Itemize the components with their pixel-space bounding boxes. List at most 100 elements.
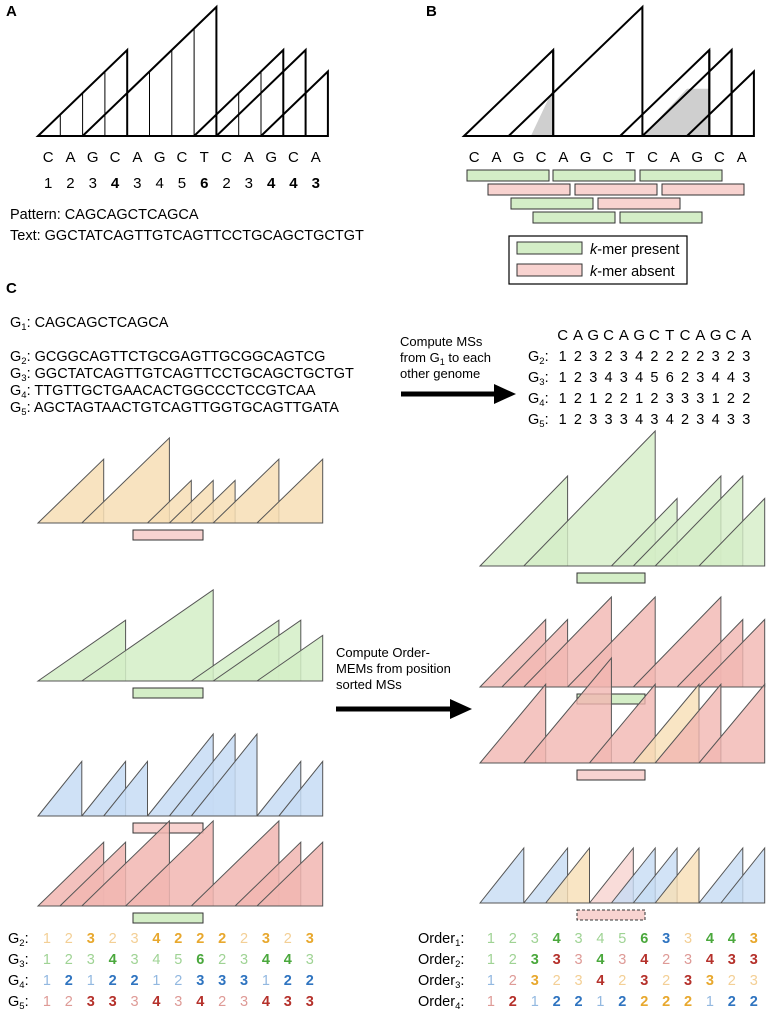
- ms-triangle: [697, 497, 766, 567]
- left-row-value: 2: [174, 973, 182, 989]
- left-row-value: 2: [240, 931, 248, 947]
- order-row-value: 4: [596, 973, 604, 989]
- order-row-value: 1: [487, 994, 495, 1010]
- ms-triangle: [478, 846, 525, 904]
- order-row-value: 4: [596, 931, 604, 947]
- order-row-label: Order3:: [418, 973, 464, 991]
- left-row-value: 2: [109, 931, 117, 947]
- ms-triangle: [255, 840, 324, 907]
- order-row-value: 2: [728, 973, 736, 989]
- ms-table-value: 4: [605, 370, 613, 386]
- ms-table-value: 2: [696, 349, 704, 365]
- order-row-value: 2: [575, 994, 583, 1010]
- panel-b-triangle: [506, 4, 644, 137]
- pattern-letter: T: [200, 149, 209, 166]
- right-plot-order3: [478, 656, 766, 781]
- ms-table-value: 3: [742, 370, 750, 386]
- order-row-value: 3: [531, 931, 539, 947]
- left-row-value: 3: [240, 994, 248, 1010]
- order-row-value: 3: [750, 973, 758, 989]
- order-row-value: 4: [553, 931, 561, 947]
- ms-value: 6: [200, 175, 208, 192]
- ms-table-value: 3: [742, 349, 750, 365]
- ms-table-row-label: G3:: [528, 370, 549, 388]
- ms-table-value: 3: [696, 370, 704, 386]
- kmer-bar: [132, 529, 204, 541]
- left-row-value: 3: [87, 931, 95, 947]
- ms-value: 4: [289, 175, 298, 192]
- ms-table-value: 1: [635, 391, 643, 407]
- left-row-value: 4: [109, 952, 117, 968]
- order-row-value: 4: [596, 952, 604, 968]
- left-row-value: 2: [65, 931, 73, 947]
- order-row-label: Order2:: [418, 952, 464, 970]
- ms-value: 1: [44, 175, 52, 192]
- pattern-letter: G: [691, 149, 703, 166]
- ms-table-value: 1: [589, 391, 597, 407]
- ms-table-value: 4: [635, 412, 643, 428]
- ms-triangle: [80, 436, 170, 524]
- legend-box: [508, 235, 688, 285]
- left-plot-g3: [36, 588, 324, 699]
- left-row-value: 1: [43, 994, 51, 1010]
- kmer-present-bar: [552, 169, 636, 182]
- kmer-bar: [576, 909, 646, 921]
- left-row-value: 4: [284, 952, 292, 968]
- pattern-letter: A: [132, 149, 142, 166]
- ms-table-value: 1: [559, 370, 567, 386]
- ms-table-value: 3: [620, 349, 628, 365]
- genome-5-sequence: G5: AGCTAGTAACTGTCAGTTGGTGCAGTTGATA: [10, 400, 339, 418]
- left-row-value: 1: [262, 973, 270, 989]
- ms-table-header-letter: A: [619, 327, 629, 344]
- genome-1-sequence: G1: CAGCAGCTCAGCA: [10, 315, 169, 333]
- compute-ms-arrow: Compute MSs from G1 to each other genome: [400, 334, 516, 404]
- legend-absent-swatch: [516, 263, 583, 277]
- ms-triangle: [277, 759, 324, 817]
- pattern-letter: C: [647, 149, 658, 166]
- left-plot-g5: [36, 819, 324, 924]
- ms-value: 5: [178, 175, 186, 192]
- genome-2-sequence: G2: GCGGCAGTTCTGCGAGTTGCGGCAGTCG: [10, 349, 325, 367]
- left-row-label: G2:: [8, 931, 29, 949]
- left-row-value: 3: [87, 952, 95, 968]
- pattern-letter: C: [110, 149, 121, 166]
- panel-a-triangles: [35, 4, 329, 137]
- pattern-letter: A: [558, 149, 568, 166]
- left-row-label: G5:: [8, 994, 29, 1011]
- order-row-label: Order4:: [418, 994, 464, 1011]
- pattern-line: Pattern: CAGCAGCTCAGCA: [10, 207, 199, 223]
- ms-table-header-letter: C: [680, 327, 691, 344]
- legend-present-swatch: [516, 241, 583, 255]
- order-row-value: 3: [706, 973, 714, 989]
- pattern-letter: A: [737, 149, 747, 166]
- ms-triangle: [522, 656, 612, 764]
- left-row-value: 2: [284, 973, 292, 989]
- order-row-value: 3: [531, 952, 539, 968]
- order-row-value: 3: [531, 973, 539, 989]
- text-line: Text: GGCTATCAGTTGTCAGTTCCTGCAGCTGCTGT: [10, 228, 364, 244]
- right-plot-order1: [478, 429, 766, 584]
- order-row-value: 3: [684, 973, 692, 989]
- pattern-letter: A: [311, 149, 321, 166]
- arrow1-head: [494, 384, 516, 404]
- pattern-letter: G: [513, 149, 525, 166]
- genome-4-sequence: G4: TTGTTGCTGAACACTGGCCCTCCGTCAA: [10, 383, 316, 401]
- left-genome-ms-plots: [36, 436, 324, 924]
- order-row-value: 2: [662, 994, 670, 1010]
- order-row-value: 5: [618, 931, 626, 947]
- kmer-bar: [132, 687, 204, 699]
- left-row-value: 3: [262, 931, 270, 947]
- pattern-letter: G: [154, 149, 166, 166]
- ms-triangle: [102, 759, 148, 817]
- order-row-value: 2: [509, 994, 517, 1010]
- ms-table-value: 2: [605, 349, 613, 365]
- ms-table-value: 2: [727, 349, 735, 365]
- pattern-letter: A: [670, 149, 680, 166]
- arrow1-line3: other genome: [400, 366, 480, 381]
- pattern-letter: C: [469, 149, 480, 166]
- ms-table-value: 2: [681, 349, 689, 365]
- ms-table-value: 3: [589, 349, 597, 365]
- ms-triangle: [522, 429, 656, 567]
- kmer-absent-bar: [487, 183, 571, 196]
